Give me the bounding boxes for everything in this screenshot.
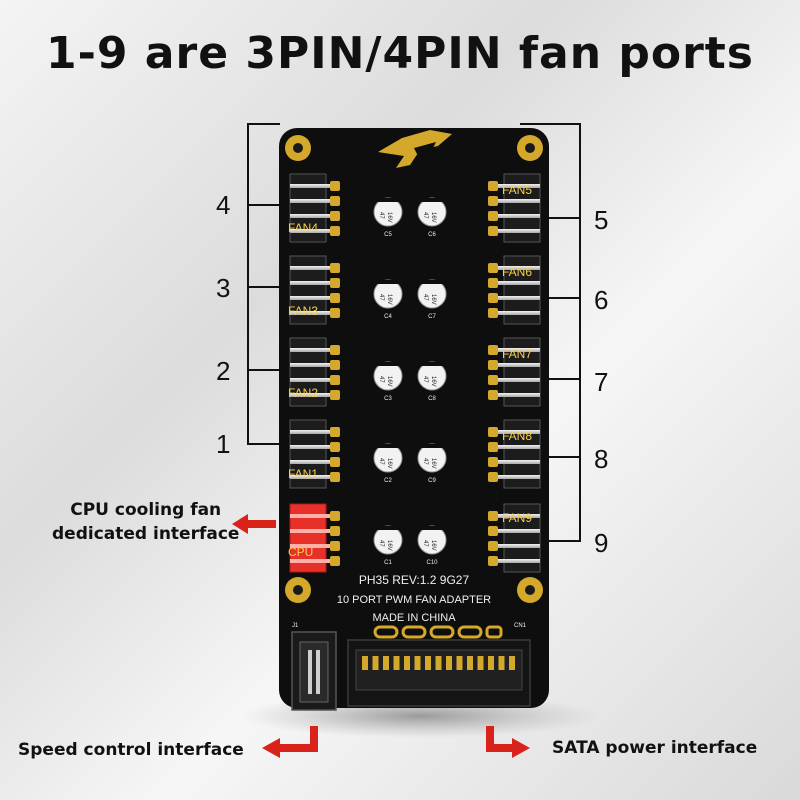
svg-text:C8: C8 bbox=[428, 396, 436, 402]
fan-label-fan4: FAN4 bbox=[288, 221, 318, 235]
svg-text:16V: 16V bbox=[430, 212, 436, 223]
board-product-text: 10 PORT PWM FAN ADAPTER bbox=[337, 594, 491, 606]
svg-text:16V: 16V bbox=[430, 294, 436, 305]
svg-text:16V: 16V bbox=[386, 212, 392, 223]
board-origin-text: MADE IN CHINA bbox=[372, 612, 456, 624]
fan-label-fan9: FAN9 bbox=[502, 511, 532, 525]
svg-text:47: 47 bbox=[422, 458, 428, 465]
svg-text:C10: C10 bbox=[426, 560, 438, 566]
right-bracket-lines bbox=[520, 123, 581, 542]
mounting-holes bbox=[285, 135, 543, 603]
fan-label-fan5: FAN5 bbox=[502, 183, 532, 197]
svg-text:47: 47 bbox=[378, 458, 384, 465]
left-bracket-lines bbox=[247, 123, 280, 445]
j1-label: J1 bbox=[292, 623, 299, 629]
port-number-2: 2 bbox=[216, 356, 231, 386]
rog-logo-icon bbox=[378, 130, 452, 168]
svg-text:C7: C7 bbox=[428, 314, 436, 320]
fan-label-fan8: FAN8 bbox=[502, 429, 532, 443]
svg-text:47: 47 bbox=[378, 376, 384, 383]
fan1-header bbox=[289, 419, 340, 489]
svg-text:C5: C5 bbox=[384, 232, 392, 238]
svg-text:47: 47 bbox=[422, 212, 428, 219]
fan5-header bbox=[488, 173, 541, 243]
svg-text:47: 47 bbox=[378, 540, 384, 547]
fan-label-fan6: FAN6 bbox=[502, 265, 532, 279]
svg-text:C1: C1 bbox=[384, 560, 392, 566]
fan2-header bbox=[289, 337, 340, 407]
cpu-arrow-icon bbox=[232, 514, 276, 534]
port-number-9: 9 bbox=[594, 528, 609, 558]
svg-text:C3: C3 bbox=[384, 396, 392, 402]
svg-text:16V: 16V bbox=[386, 376, 392, 387]
sata-arrow-icon bbox=[486, 726, 530, 758]
pcb-board bbox=[279, 128, 549, 708]
port-number-1: 1 bbox=[216, 429, 231, 459]
speed-control-connector bbox=[291, 631, 337, 711]
sata-power-callout: SATA power interface bbox=[552, 738, 758, 758]
svg-text:C2: C2 bbox=[384, 478, 392, 484]
svg-text:47: 47 bbox=[422, 376, 428, 383]
port-number-3: 3 bbox=[216, 273, 231, 303]
svg-text:C4: C4 bbox=[384, 314, 392, 320]
svg-text:16V: 16V bbox=[386, 458, 392, 469]
svg-text:47: 47 bbox=[422, 540, 428, 547]
solder-pads bbox=[373, 625, 503, 639]
cpu-callout-line1: CPU cooling fan bbox=[70, 500, 222, 520]
svg-text:C9: C9 bbox=[428, 478, 436, 484]
port-number-7: 7 bbox=[594, 367, 609, 397]
cn1-label: CN1 bbox=[514, 623, 527, 629]
fan-label-fan7: FAN7 bbox=[502, 347, 532, 361]
headline: 1-9 are 3PIN/4PIN fan ports bbox=[46, 28, 754, 79]
speed-arrow-icon bbox=[262, 726, 318, 758]
port-number-6: 6 bbox=[594, 285, 609, 315]
fan-label-fan1: FAN1 bbox=[288, 467, 318, 481]
sata-connector bbox=[347, 639, 531, 707]
svg-text:47: 47 bbox=[422, 294, 428, 301]
port-number-4: 4 bbox=[216, 190, 231, 220]
svg-text:16V: 16V bbox=[386, 540, 392, 551]
fan-label-cpu: CPU bbox=[288, 545, 313, 559]
fan7-header bbox=[488, 337, 541, 407]
port-number-5: 5 bbox=[594, 205, 609, 235]
svg-text:16V: 16V bbox=[430, 458, 436, 469]
fan4-header bbox=[289, 173, 340, 243]
port-number-8: 8 bbox=[594, 444, 609, 474]
svg-text:47: 47 bbox=[378, 212, 384, 219]
svg-text:C6: C6 bbox=[428, 232, 436, 238]
cpu-callout-line2: dedicated interface bbox=[52, 524, 240, 544]
fan-label-fan2: FAN2 bbox=[288, 386, 318, 400]
cpu-header bbox=[289, 503, 340, 573]
fan9-header bbox=[488, 503, 541, 573]
svg-text:47: 47 bbox=[378, 294, 384, 301]
svg-text:16V: 16V bbox=[386, 294, 392, 305]
fan3-header bbox=[289, 255, 340, 325]
fan-label-fan3: FAN3 bbox=[288, 304, 318, 318]
fan6-header bbox=[488, 255, 541, 325]
fan8-header bbox=[488, 419, 541, 489]
svg-text:16V: 16V bbox=[430, 540, 436, 551]
svg-text:16V: 16V bbox=[430, 376, 436, 387]
speed-control-callout: Speed control interface bbox=[18, 740, 244, 760]
cpu-interface-callout: CPU cooling fan dedicated interface bbox=[52, 498, 239, 546]
board-model-text: PH35 REV:1.2 9G27 bbox=[359, 573, 470, 587]
